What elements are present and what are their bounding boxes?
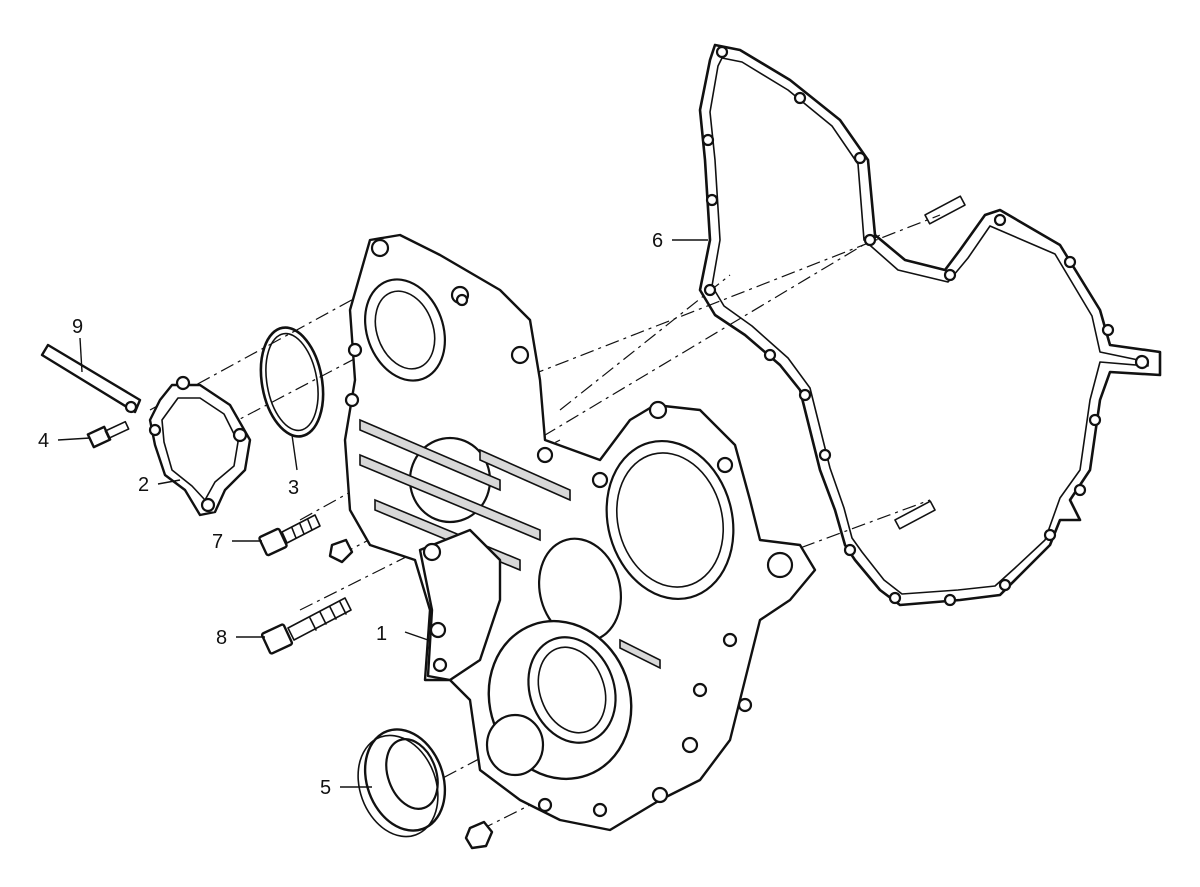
callout-labels: 1 2 3 4 5 6 7 8 9 [38, 230, 663, 799]
bolt-part-8 [260, 597, 352, 655]
callout-2: 2 [138, 474, 149, 496]
bolt-part-7 [258, 514, 354, 564]
seal-part-5 [357, 728, 447, 838]
callout-6: 6 [652, 230, 663, 252]
bolt-part-4 [86, 420, 130, 449]
o-ring-part-3 [259, 326, 325, 438]
tag-plate-part-9 [40, 343, 142, 414]
callout-1: 1 [376, 623, 387, 645]
timing-cover-part-1 [343, 233, 817, 832]
nut-bottom [464, 820, 494, 850]
leader-lines [57, 239, 708, 788]
callout-5: 5 [320, 777, 331, 799]
callout-4: 4 [38, 430, 49, 452]
callout-7: 7 [212, 531, 223, 553]
gasket-part-6 [698, 43, 1162, 607]
small-cover-part-2 [148, 375, 252, 517]
callout-9: 9 [72, 316, 83, 338]
callout-3: 3 [288, 477, 299, 499]
callout-8: 8 [216, 627, 227, 649]
